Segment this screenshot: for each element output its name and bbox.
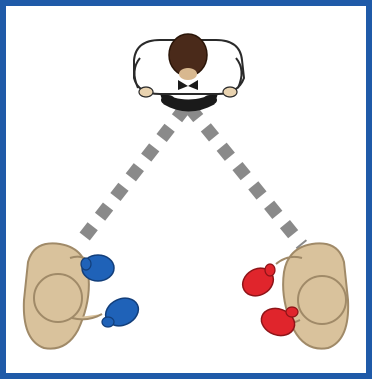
red-boxer-head bbox=[298, 276, 346, 324]
blue-glove-upper-icon bbox=[81, 255, 114, 281]
blue-boxer-head bbox=[34, 274, 82, 322]
